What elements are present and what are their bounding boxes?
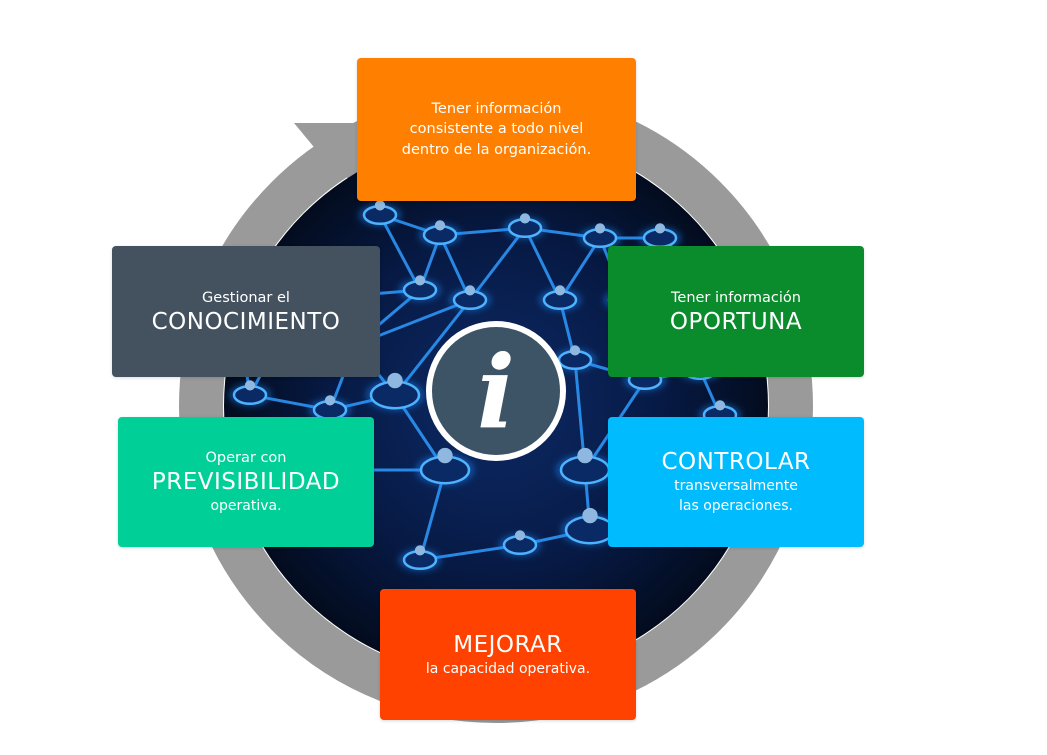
person-icon — [324, 395, 336, 406]
person-icon — [577, 447, 593, 464]
card-left2-small2: operativa. — [210, 498, 282, 514]
card-top-line-1: Tener información — [431, 100, 562, 117]
card-bottom-small: la capacidad operativa. — [425, 660, 591, 677]
card-oportuna: Tener información OPORTUNA — [608, 246, 864, 377]
person-icon — [582, 507, 598, 524]
info-icon: i — [477, 333, 515, 451]
card-left-small: Gestionar el — [202, 289, 290, 306]
person-icon — [244, 380, 256, 391]
center-badge-inner — [432, 327, 560, 455]
card-controlar: CONTROLAR transversalmente las operacion… — [608, 417, 864, 547]
person-icon — [569, 345, 581, 356]
network-link — [378, 214, 422, 291]
person-icon — [714, 400, 726, 411]
person-icon — [414, 275, 426, 286]
card-right-big: OPORTUNA — [669, 308, 803, 335]
person-icon — [654, 223, 666, 234]
person-icon — [387, 372, 403, 389]
person-icon — [374, 200, 386, 211]
person-icon — [519, 213, 531, 224]
card-right2-big: CONTROLAR — [661, 449, 811, 475]
card-previsibilidad: Operar con PREVISIBILIDAD operativa. — [118, 417, 374, 547]
person-icon — [464, 285, 476, 296]
card-top-line-2: consistente a todo nivel — [409, 121, 584, 138]
person-icon — [414, 545, 426, 556]
network-graphic — [224, 200, 762, 573]
card-left2-small: Operar con — [205, 450, 287, 466]
person-icon — [554, 285, 566, 296]
card-top-line-3: dentro de la organización. — [401, 141, 592, 158]
card-top: Tener información consistente a todo niv… — [357, 58, 636, 201]
card-right-small: Tener información — [671, 289, 801, 306]
card-bottom-big: MEJORAR — [453, 631, 563, 658]
network-link — [468, 227, 527, 301]
person-icon — [434, 220, 446, 231]
person-icon — [594, 223, 606, 234]
network-link — [393, 299, 472, 396]
person-icon — [437, 447, 453, 464]
card-conocimiento: Gestionar el CONOCIMIENTO — [112, 246, 380, 377]
card-left-big: CONOCIMIENTO — [151, 308, 341, 335]
network-link — [523, 227, 562, 301]
card-mejorar: MEJORAR la capacidad operativa. — [380, 589, 636, 720]
card-right2-small: transversalmente — [674, 478, 798, 494]
card-right2-small2: las operaciones. — [679, 498, 793, 514]
person-icon — [514, 530, 526, 541]
card-left2-big: PREVISIBILIDAD — [151, 469, 341, 495]
